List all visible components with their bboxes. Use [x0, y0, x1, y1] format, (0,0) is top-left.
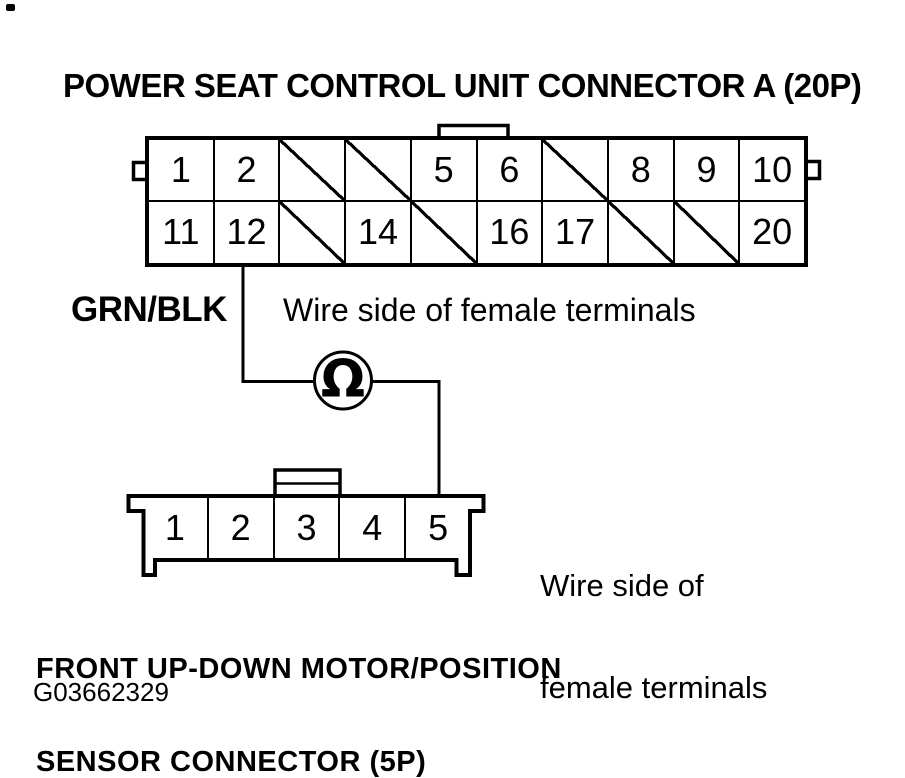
pin-cell-crossed — [280, 140, 347, 202]
top-connector-left-tab — [131, 160, 145, 182]
bottom-wire-side-note-line1: Wire side of — [540, 568, 704, 603]
bottom-connector-title: FRONT UP-DOWN MOTOR/POSITION SENSOR CONN… — [36, 592, 562, 778]
ohmmeter-circle-icon — [313, 350, 373, 411]
pin-cell-2: 2 — [209, 497, 275, 559]
pin-cell-14: 14 — [346, 201, 412, 263]
pin-cell-3: 3 — [275, 497, 341, 559]
figure-id: G03662329 — [33, 677, 169, 707]
pin-cell-1: 1 — [149, 140, 215, 202]
ohmmeter-omega-symbol: Ω — [321, 350, 365, 410]
pin-cell-1: 1 — [143, 497, 209, 559]
wire-pin12-to-ohmmeter — [241, 267, 315, 383]
pin-cell-16: 16 — [478, 201, 544, 263]
pin-cell-4: 4 — [340, 497, 407, 559]
pin-cell-crossed — [543, 140, 609, 202]
bottom-connector-title-line1: FRONT UP-DOWN MOTOR/POSITION — [36, 653, 562, 685]
pin-cell-20: 20 — [752, 211, 793, 253]
scan-artifact — [6, 4, 15, 11]
pin-cell-5: 5 — [411, 140, 478, 202]
pin-cell-11: 11 — [149, 201, 215, 263]
pin-cell-crossed — [608, 201, 675, 263]
pin-cell-crossed — [346, 140, 412, 202]
pin-cell-2: 2 — [214, 140, 281, 202]
pin-cell-10: 10 — [740, 140, 805, 202]
top-connector-title: POWER SEAT CONTROL UNIT CONNECTOR A (20P… — [63, 67, 862, 104]
pin-cell-crossed — [411, 201, 478, 263]
wire-ohmmeter-to-pin5 — [371, 380, 441, 495]
top-connector-latch-tab — [437, 123, 510, 138]
pin-cell-crossed — [280, 201, 347, 263]
pin-cell-8: 8 — [608, 140, 675, 202]
bottom-connector-title-line2: SENSOR CONNECTOR (5P) — [36, 746, 427, 778]
pin-cell-12: 12 — [215, 201, 281, 263]
top-wire-side-note: Wire side of female terminals — [283, 292, 696, 328]
pin-cell-9: 9 — [674, 140, 741, 202]
pin-cell-17: 17 — [543, 201, 609, 263]
top-connector-right-tab — [808, 159, 822, 181]
bottom-wire-side-note: Wire side of female terminals — [540, 501, 767, 773]
wire-color-label: GRN/BLK — [71, 290, 227, 329]
pin-cell-crossed — [674, 201, 741, 263]
pin-cell-5: 5 — [428, 507, 449, 548]
pin-cell-6: 6 — [477, 140, 544, 202]
bottom-wire-side-note-line2: female terminals — [540, 670, 768, 705]
bottom-connector-shell — [126, 494, 486, 577]
